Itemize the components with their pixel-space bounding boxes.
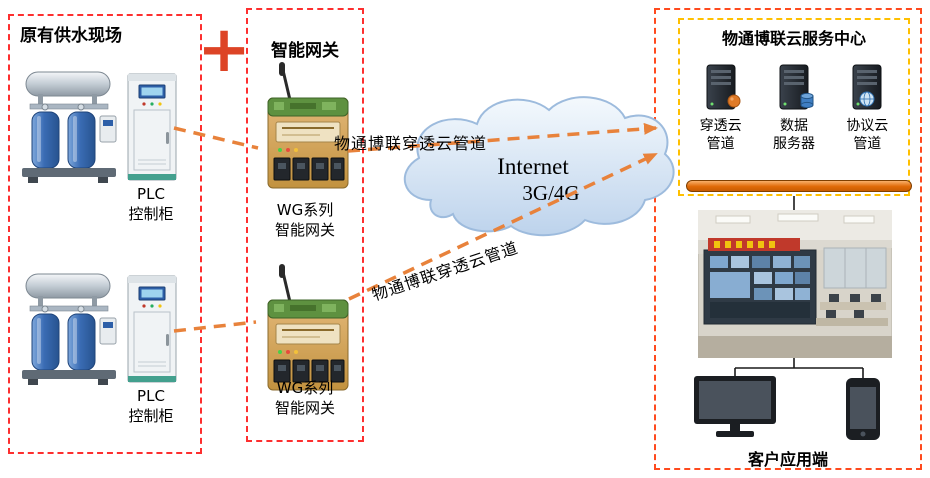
pipe-label-top: 物通博联穿透云管道 <box>334 134 488 153</box>
plc-label-2: PLC 控制柜 <box>128 387 174 426</box>
server-label: 协议云 管道 <box>846 118 889 152</box>
internet-cloud: Internet 3G/4G <box>403 96 675 237</box>
banner <box>708 238 800 251</box>
cloud-center-box: 物通博联云服务中心 穿透云 管道 <box>654 8 922 470</box>
server-tower-icon <box>706 64 741 110</box>
person-icon <box>727 94 741 108</box>
cloud-center-title: 物通博联云服务中心 <box>721 29 866 48</box>
service-bus <box>686 180 912 192</box>
server-tower-icon <box>852 64 882 110</box>
globe-icon <box>859 91 875 107</box>
internet-label: Internet <box>497 154 569 179</box>
server-label: 穿透云 管道 <box>699 118 742 152</box>
gateway-box: 智能网关 <box>246 8 364 442</box>
plc-cabinet-1 <box>127 73 177 181</box>
plc-cabinet-2 <box>127 275 177 383</box>
server-row: 穿透云 管道 数据 服务器 <box>680 63 908 153</box>
pump-equipment-1 <box>22 71 117 183</box>
pump-equipment-2 <box>22 273 117 385</box>
database-icon <box>800 92 814 109</box>
server-item-tunnel: 穿透云 管道 <box>689 63 753 153</box>
server-tower-icon <box>779 64 814 110</box>
site-box: 原有供水现场 <box>8 14 202 454</box>
gateway-label-2: WG系列 智能网关 <box>274 379 335 418</box>
cloud-center-inner-box: 物通博联云服务中心 穿透云 管道 <box>678 18 910 196</box>
desktop-monitor-icon <box>694 376 776 437</box>
client-label: 客户应用端 <box>747 450 828 469</box>
network-type-label: 3G/4G <box>522 181 579 205</box>
control-room-photo <box>698 210 892 358</box>
site-title: 原有供水现场 <box>20 26 122 46</box>
server-label: 数据 服务器 <box>772 118 815 152</box>
gateway-title: 智能网关 <box>271 41 339 61</box>
gateway-device-2 <box>267 264 349 391</box>
server-item-protocol: 协议云 管道 <box>835 63 899 153</box>
video-wall-screens <box>710 256 810 318</box>
plc-label-1: PLC 控制柜 <box>128 185 174 224</box>
gateway-label-1: WG系列 智能网关 <box>274 201 335 240</box>
smartphone-icon <box>846 378 880 440</box>
server-item-data: 数据 服务器 <box>762 63 826 153</box>
gateway-device-1 <box>267 62 349 189</box>
plus-sign: + <box>197 13 251 87</box>
